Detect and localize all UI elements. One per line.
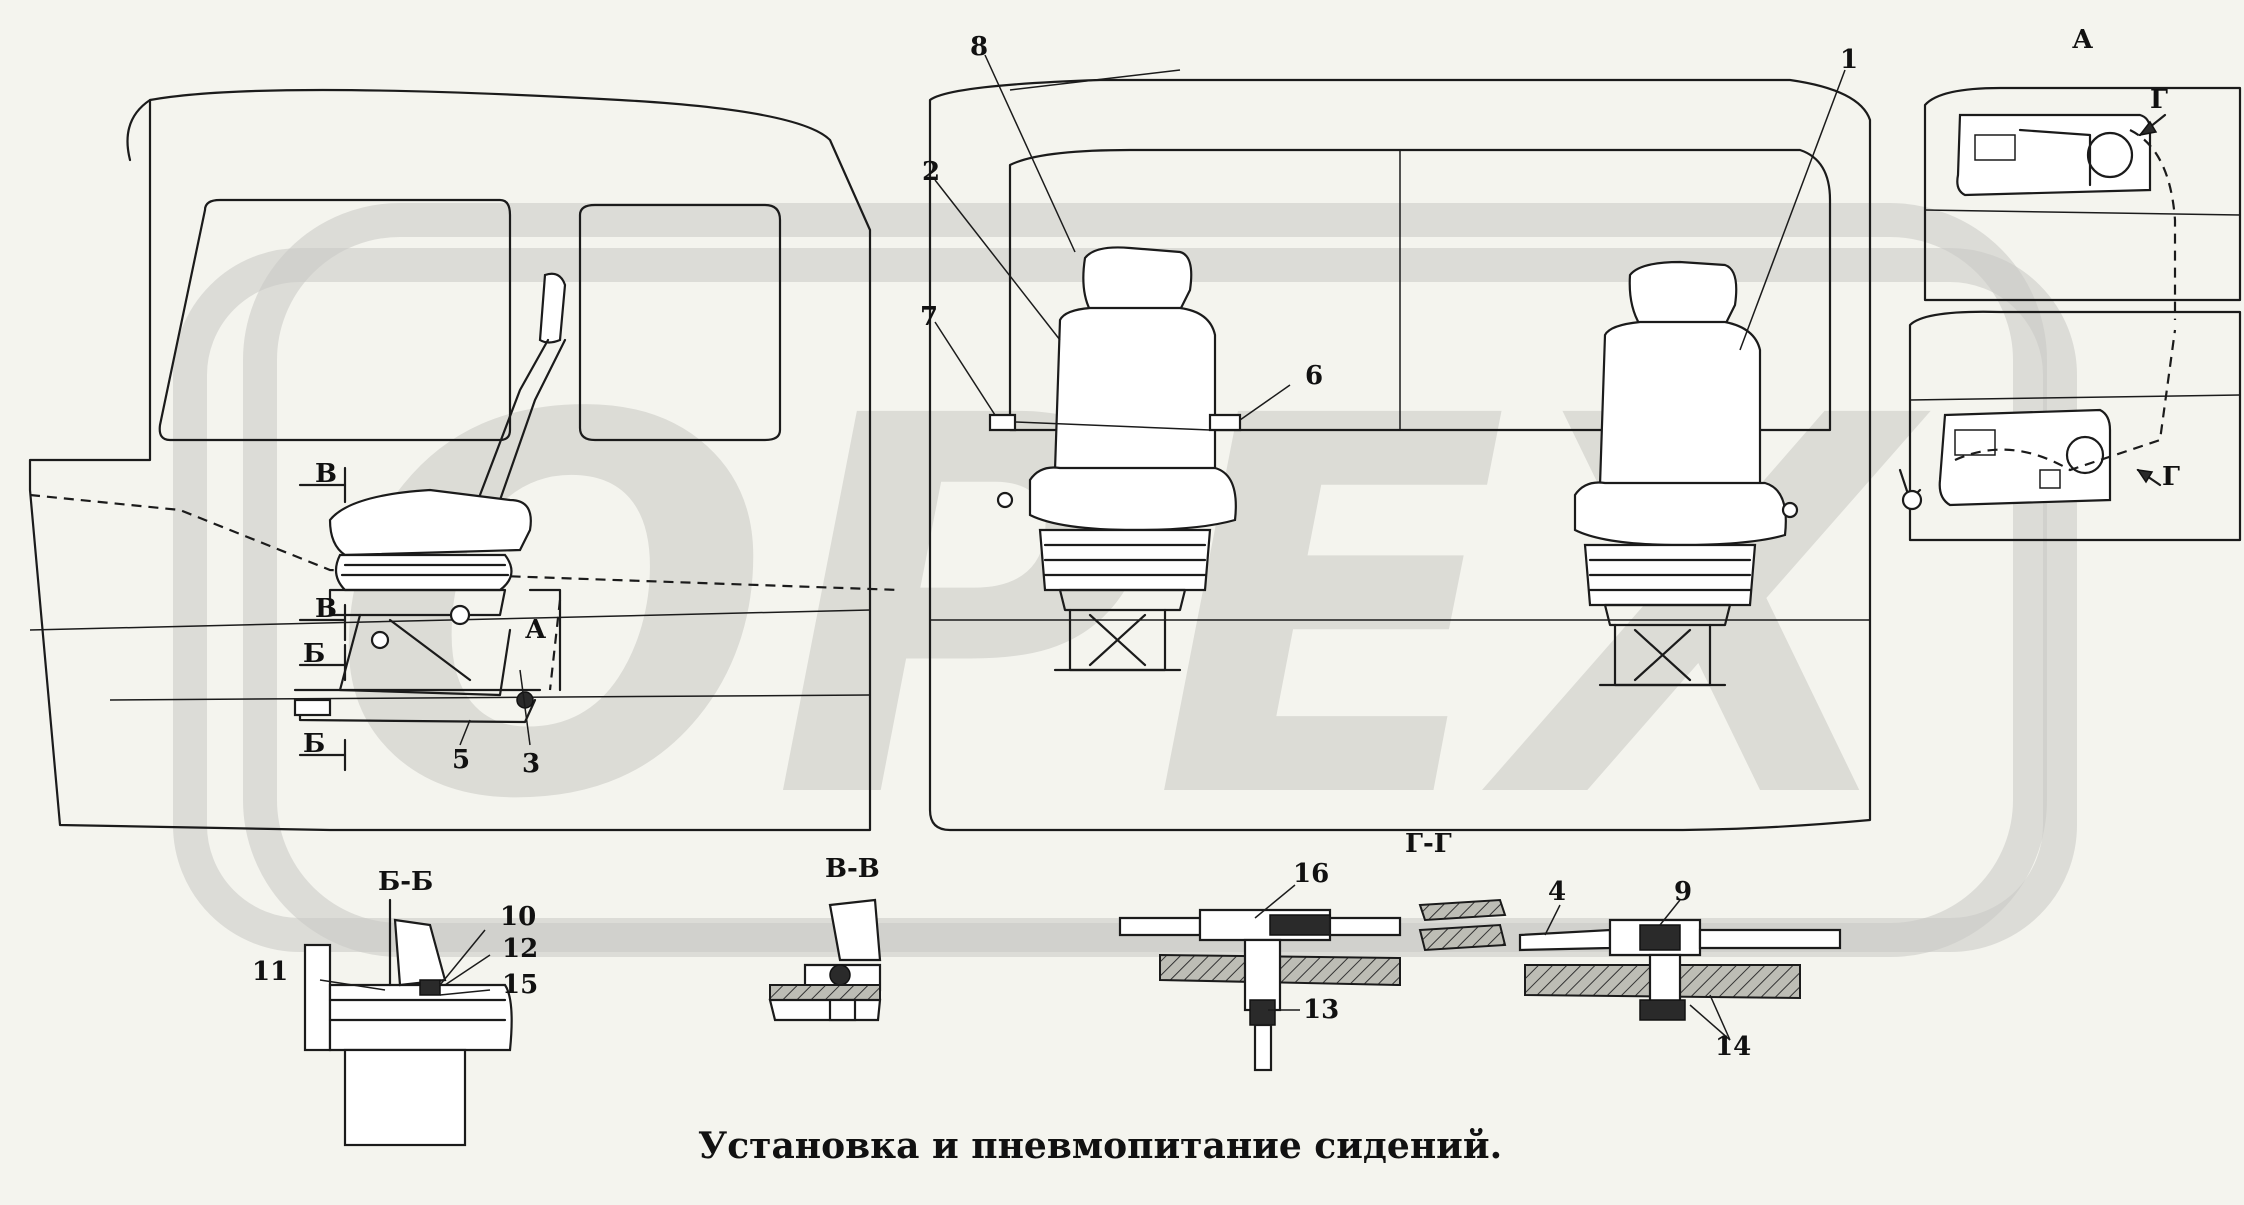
marker-a: А (525, 615, 546, 645)
callout-16: 16 (1293, 859, 1329, 889)
section-vv-title: В-В (825, 854, 880, 884)
callout-4: 4 (1548, 877, 1566, 907)
section-bb-title: Б-Б (378, 867, 433, 897)
section-titles: А Б-Б В-В Г-Г (378, 25, 2093, 897)
cab-rear-view (928, 54, 1872, 832)
callout-7: 7 (920, 302, 938, 332)
callout-13: 13 (1303, 995, 1339, 1025)
marker-g-lower: Г (2162, 462, 2180, 492)
callout-1: 1 (1840, 45, 1858, 75)
cab-side-view (28, 88, 901, 832)
callout-12: 12 (502, 934, 538, 964)
marker-v-upper: В (315, 459, 337, 489)
view-a-title: А (2072, 25, 2093, 55)
section-gg-detail (1118, 884, 1842, 1072)
callout-11: 11 (252, 957, 288, 987)
section-markers: В В Б Б А Г Г (303, 85, 2180, 759)
callout-2: 2 (922, 157, 940, 187)
marker-b-upper: Б (303, 639, 325, 669)
drawing-title: Установка и пневмопитание сидений. (698, 1125, 1502, 1167)
section-vv-detail (768, 898, 882, 1022)
callout-14: 14 (1715, 1032, 1751, 1062)
marker-b-lower: Б (303, 729, 325, 759)
callout-3: 3 (522, 749, 540, 779)
view-a-detail (1898, 86, 2242, 542)
callout-5: 5 (452, 745, 470, 775)
callout-15: 15 (502, 970, 538, 1000)
callout-9: 9 (1674, 877, 1692, 907)
marker-v-lower: В (315, 594, 337, 624)
section-bb-detail (303, 898, 513, 1147)
callout-10: 10 (500, 902, 536, 932)
callout-8: 8 (970, 32, 988, 62)
callout-labels: 1 2 3 4 5 6 7 8 9 10 11 12 13 14 15 16 (252, 32, 1858, 1062)
callout-6: 6 (1305, 361, 1323, 391)
marker-g-upper: Г (2150, 85, 2168, 115)
section-gg-title: Г-Г (1405, 829, 1452, 859)
